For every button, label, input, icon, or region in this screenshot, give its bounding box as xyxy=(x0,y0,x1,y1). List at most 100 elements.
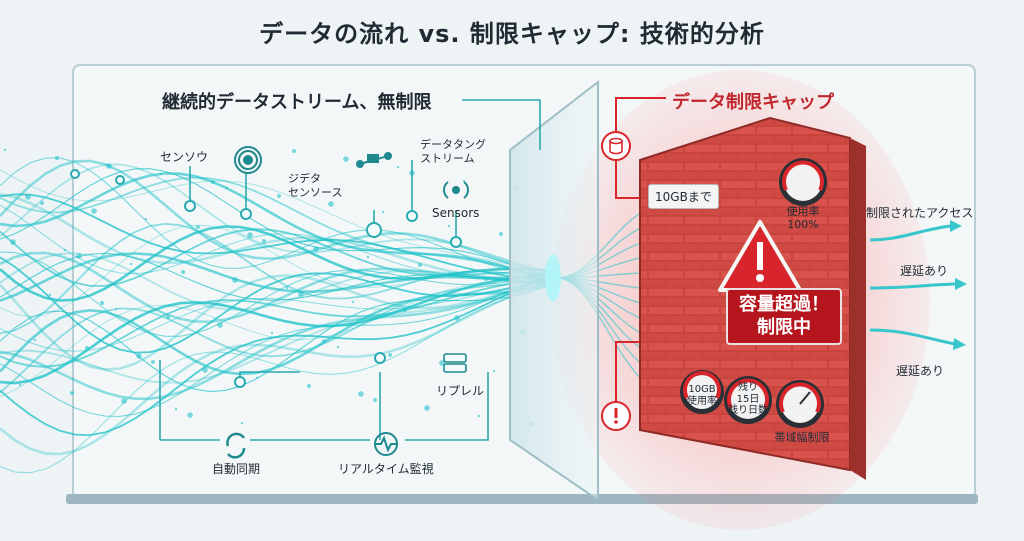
right-panel-heading: データ制限キャップ xyxy=(672,92,834,113)
stream-particle xyxy=(447,224,451,228)
stream-particle xyxy=(477,414,481,418)
stream-line xyxy=(0,252,556,311)
stream-particle xyxy=(70,391,74,395)
stream-particle xyxy=(313,246,319,252)
stream-particle xyxy=(277,194,281,198)
stream-line xyxy=(0,251,556,337)
signal-icon xyxy=(234,146,262,174)
label-auto-sync: 自動同期 xyxy=(212,462,261,476)
stream-line xyxy=(0,283,556,474)
stream-particle xyxy=(366,255,370,259)
stream-particle xyxy=(159,172,163,176)
stream-particle xyxy=(129,262,133,266)
stream-particle xyxy=(136,353,142,359)
left-panel-heading: 継続的データストリーム、無制限 xyxy=(162,92,432,113)
stream-particle xyxy=(187,412,193,418)
stream-particle xyxy=(100,301,104,305)
output-arrows xyxy=(869,224,956,346)
stream-particle xyxy=(358,391,364,397)
stream-particle xyxy=(55,156,59,160)
output-arrowheads xyxy=(950,220,967,350)
stream-particle xyxy=(211,180,215,184)
gauge-10gb-dial xyxy=(680,370,724,414)
stream-particle xyxy=(403,308,407,312)
stream-line xyxy=(0,251,556,324)
gauge-usage-dial xyxy=(779,158,827,206)
stream-particle xyxy=(48,293,52,297)
output-delay-1: 遅延あり xyxy=(900,264,949,278)
stream-particle xyxy=(106,163,112,169)
stream-particle xyxy=(247,232,253,238)
stream-particle xyxy=(343,156,349,162)
label-relay: リプレル xyxy=(436,384,485,398)
panel-shelf xyxy=(66,494,978,504)
stream-line xyxy=(0,272,556,400)
stream-line xyxy=(0,176,556,284)
stream-line xyxy=(0,282,556,352)
stream-particle xyxy=(174,407,178,411)
data-stream-lines xyxy=(0,148,681,474)
brick-wall-side xyxy=(850,138,866,480)
stream-particle xyxy=(76,253,82,259)
stream-particle xyxy=(373,398,377,402)
database-icon xyxy=(601,131,631,161)
stream-line xyxy=(0,193,556,283)
stream-particle xyxy=(121,398,127,404)
gauge-remaining-label: 残り 15日 残り日数 xyxy=(728,382,768,416)
stream-particle xyxy=(255,376,259,380)
stream-particle xyxy=(33,338,37,342)
label-sensors: Sensors xyxy=(432,206,480,220)
stream-line xyxy=(0,280,556,456)
stream-line xyxy=(0,169,556,279)
stream-particle xyxy=(144,217,148,221)
alert-connector-lines xyxy=(615,97,666,430)
stream-particle xyxy=(396,165,400,169)
stream-particle xyxy=(484,277,488,281)
stream-particle xyxy=(418,263,422,267)
stream-particle xyxy=(232,277,238,283)
cap-label: 10GBまで xyxy=(648,184,719,209)
stream-particle xyxy=(240,421,244,425)
stream-line xyxy=(0,157,556,277)
stream-particle xyxy=(40,201,44,205)
stream-particle xyxy=(18,383,22,387)
stream-particle xyxy=(328,201,334,207)
stream-particle xyxy=(454,315,460,321)
stream-particle xyxy=(439,360,445,366)
stream-particle xyxy=(3,148,7,152)
drone-icon xyxy=(356,152,392,168)
stream-particle xyxy=(181,270,185,274)
stream-particle xyxy=(91,208,97,214)
heartbeat-monitor-icon xyxy=(374,432,398,456)
label-realtime: リアルタイム監視 xyxy=(338,462,434,476)
gauge-usage-label: 10GB 使用率 xyxy=(687,384,717,407)
stream-particle xyxy=(217,322,223,328)
stream-particle xyxy=(298,291,304,297)
stream-particle xyxy=(322,339,326,343)
label-data-streaming: データタング ストリーム xyxy=(420,138,486,165)
stream-particle xyxy=(307,384,311,388)
stream-particle xyxy=(202,367,208,373)
stream-line xyxy=(0,172,556,285)
stream-particle xyxy=(151,360,155,364)
gauge-remaining-dial xyxy=(724,376,772,424)
alert-circle-icon xyxy=(601,401,631,431)
warning-banner: 容量超過！ 制限中 xyxy=(726,288,842,345)
stream-particle xyxy=(499,232,503,236)
stream-particle xyxy=(225,186,229,190)
antenna-icon xyxy=(443,181,469,199)
stream-particle xyxy=(196,225,200,229)
stream-line xyxy=(0,276,556,394)
stream-particle xyxy=(262,239,266,243)
server-icon xyxy=(443,353,467,373)
stream-particle xyxy=(388,353,392,357)
stream-nodes xyxy=(70,169,462,388)
stream-line xyxy=(0,228,556,287)
stream-line xyxy=(0,274,556,371)
label-sensor: センソウ xyxy=(160,150,209,164)
gauge-bandwidth-dial xyxy=(776,380,824,428)
stream-particle xyxy=(85,346,89,350)
stream-particle xyxy=(63,248,67,252)
